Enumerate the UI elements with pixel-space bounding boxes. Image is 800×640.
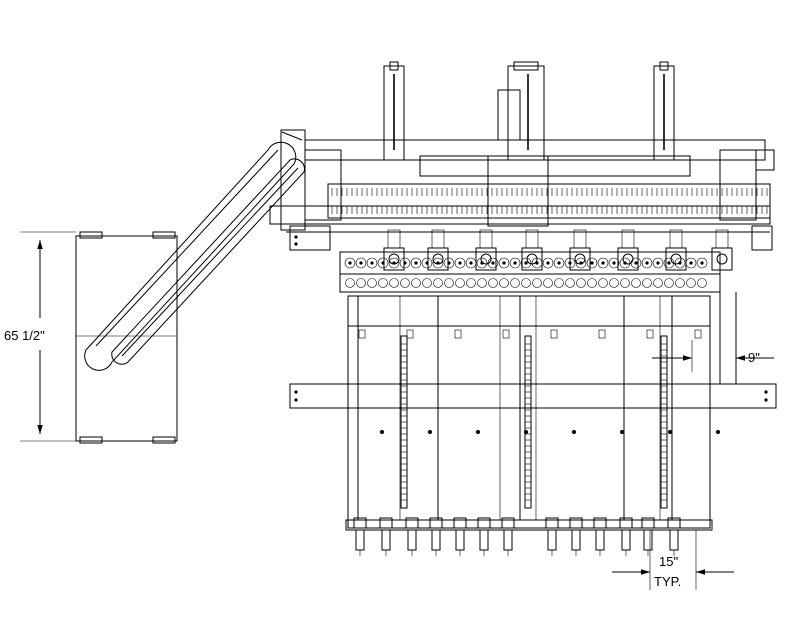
foot-cylinder [381, 529, 391, 551]
spacing-dimension [612, 530, 734, 590]
roller [422, 278, 432, 288]
foot-cylinder [643, 529, 653, 551]
roller [642, 278, 652, 288]
roller [631, 278, 641, 288]
roller [487, 257, 499, 269]
foot-cylinder [547, 529, 557, 551]
roller [498, 257, 510, 269]
roller [345, 278, 355, 288]
roller [355, 257, 367, 269]
roller [686, 278, 696, 288]
roller [443, 257, 455, 269]
roller [510, 278, 520, 288]
stack-panel [75, 231, 178, 444]
roller [543, 278, 553, 288]
roller [597, 257, 609, 269]
roller [696, 257, 708, 269]
roller [565, 278, 575, 288]
roller [663, 257, 675, 269]
roller [444, 278, 454, 288]
roller [344, 257, 356, 269]
roller [554, 278, 564, 288]
top-posts [383, 61, 675, 161]
roller [477, 278, 487, 288]
roller [620, 278, 630, 288]
foot-cylinder [355, 529, 365, 551]
roller [411, 278, 421, 288]
toothed-belt [327, 183, 771, 219]
roller [377, 257, 389, 269]
roller [366, 257, 378, 269]
roller [674, 257, 686, 269]
roller [520, 257, 532, 269]
roller-rows [339, 229, 733, 293]
roller [476, 257, 488, 269]
roller [410, 257, 422, 269]
foot-cylinder [455, 529, 465, 551]
foot-cylinder [669, 529, 679, 551]
height-dimension [20, 231, 76, 442]
main-frame [289, 292, 777, 531]
roller [653, 278, 663, 288]
drive-head [427, 247, 449, 271]
drive-head [711, 247, 733, 271]
foot-cylinder [503, 529, 513, 551]
inclined-conveyor [84, 129, 306, 371]
roller [378, 278, 388, 288]
roller [576, 278, 586, 288]
roller [697, 278, 707, 288]
side-gap-dimension [652, 340, 774, 372]
foot-cylinder [595, 529, 605, 551]
foot-cylinder [479, 529, 489, 551]
roller [652, 257, 664, 269]
roller [509, 257, 521, 269]
foot-cylinder [431, 529, 441, 551]
roller [388, 257, 400, 269]
drive-head [521, 247, 543, 271]
roller [586, 257, 598, 269]
foot-cylinder [407, 529, 417, 551]
side-gap-label: 9" [748, 350, 760, 365]
roller [609, 278, 619, 288]
roller [675, 278, 685, 288]
foot-cylinder [571, 529, 581, 551]
roller [532, 278, 542, 288]
vertical-rails [357, 296, 720, 520]
roller [542, 257, 554, 269]
roller [389, 278, 399, 288]
roller [641, 257, 653, 269]
bottom-feet [353, 517, 681, 556]
roller [499, 278, 509, 288]
roller [367, 278, 377, 288]
roller [356, 278, 366, 288]
roller [488, 278, 498, 288]
roller [664, 278, 674, 288]
drive-head [383, 247, 405, 271]
roller [455, 278, 465, 288]
roller [598, 278, 608, 288]
roller [432, 257, 444, 269]
roller [587, 278, 597, 288]
foot-cylinder [621, 529, 631, 551]
spacing-label: 15" [659, 554, 678, 569]
roller [400, 278, 410, 288]
roller [608, 257, 620, 269]
roller [433, 278, 443, 288]
roller [421, 257, 433, 269]
spacing-note: TYP. [654, 574, 681, 589]
height-dimension-label: 65 1/2" [4, 328, 45, 343]
roller [466, 278, 476, 288]
roller [575, 257, 587, 269]
roller [553, 257, 565, 269]
roller [619, 257, 631, 269]
roller [521, 278, 531, 288]
roller [399, 257, 411, 269]
roller [454, 257, 466, 269]
